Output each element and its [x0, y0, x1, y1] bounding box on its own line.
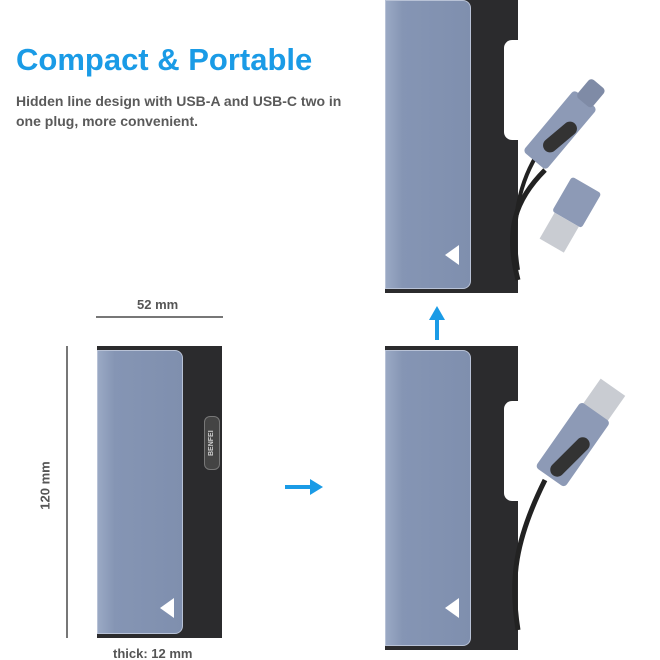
heading: Compact & Portable [16, 42, 313, 77]
hub-closed: BENFEI [97, 346, 222, 638]
triangle-mark-icon [445, 245, 459, 265]
width-line [96, 316, 223, 318]
width-label: 52 mm [137, 297, 179, 312]
up-arrow-icon [429, 306, 445, 320]
thickness-label: thick: 12 mm [113, 646, 193, 660]
description: Hidden line design with USB-A and USB-C … [16, 93, 342, 129]
right-arrow-icon [310, 479, 323, 495]
triangle-mark-icon [445, 598, 459, 618]
hub-plug-inserted [385, 346, 518, 650]
triangle-mark-icon [160, 598, 174, 618]
height-line [66, 346, 68, 638]
hub-plug-out [385, 0, 518, 293]
